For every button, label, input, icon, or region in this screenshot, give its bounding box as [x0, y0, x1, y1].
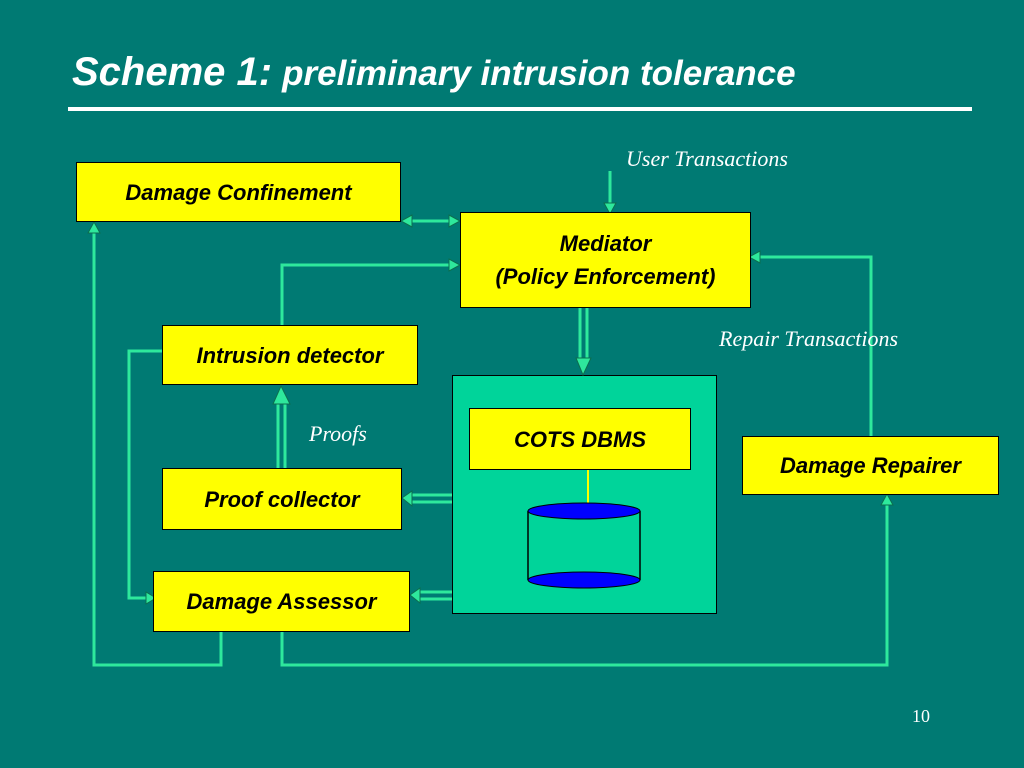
- user-transactions-label: User Transactions: [626, 146, 788, 171]
- connector-detector-to-assessor: [127, 349, 162, 600]
- cots-dbms-label: COTS DBMS: [514, 426, 646, 452]
- connector-assessor-to-confinement: [92, 230, 223, 667]
- cots-dbms-box: COTS DBMS: [469, 408, 691, 470]
- arrowhead-assessor-to-confinement: [87, 220, 101, 234]
- arrowhead-to-confinement: [399, 214, 413, 228]
- intrusion-detector-box: Intrusion detector: [162, 325, 418, 385]
- slide-title: Scheme 1: preliminary intrusion toleranc…: [72, 40, 972, 104]
- arrowhead-proof-to-detector: [272, 384, 291, 405]
- arrowhead-mediator-to-dbms: [575, 357, 592, 377]
- arrowhead-assessor-to-repairer: [880, 492, 894, 506]
- arrowhead-user-to-mediator: [603, 202, 617, 216]
- title-divider: [68, 107, 972, 111]
- connector-repairer-to-mediator: [757, 255, 873, 436]
- policy-enforcement-label: (Policy Enforcement): [495, 264, 716, 289]
- connector-dbms-to-proof: [410, 493, 452, 504]
- damage-repairer-box: Damage Repairer: [742, 436, 999, 495]
- damage-assessor-label: Damage Assessor: [186, 589, 377, 614]
- proofs-label: Proofs: [309, 421, 367, 446]
- arrowhead-dbms-to-proof: [401, 490, 413, 508]
- damage-confinement-label: Damage Confinement: [125, 179, 352, 205]
- page-number: 10: [912, 706, 930, 726]
- damage-repairer-label: Damage Repairer: [780, 453, 961, 478]
- repair-transactions-label: Repair Transactions: [719, 326, 899, 351]
- connector-detector-to-mediator: [280, 263, 452, 325]
- arrowhead-dbms-to-assessor: [409, 587, 421, 605]
- connector-proof-to-detector: [276, 402, 287, 468]
- connector-dbms-to-assessor: [418, 590, 452, 601]
- connector-mediator-to-dbms: [578, 308, 589, 360]
- mediator-box: Mediator (Policy Enforcement): [460, 212, 751, 308]
- damage-assessor-box: Damage Assessor: [153, 571, 410, 632]
- intrusion-detector-label: Intrusion detector: [196, 342, 384, 368]
- damage-confinement-box: Damage Confinement: [76, 162, 401, 222]
- arrowhead-repairer-to-mediator: [747, 250, 761, 264]
- database-cylinder-icon: [527, 502, 641, 589]
- arrowhead-detector-to-assessor: [145, 591, 157, 605]
- arrowhead-confinement-to-mediator: [448, 214, 462, 228]
- connector-assessor-to-repairer: [280, 502, 889, 667]
- proof-collector-box: Proof collector: [162, 468, 402, 530]
- title-lead: Scheme 1:: [72, 50, 273, 94]
- mediator-label: Mediator: [559, 231, 652, 256]
- proof-collector-label: Proof collector: [204, 486, 360, 512]
- arrowhead-detector-to-mediator: [448, 258, 462, 272]
- title-rest: preliminary intrusion tolerance: [282, 54, 796, 93]
